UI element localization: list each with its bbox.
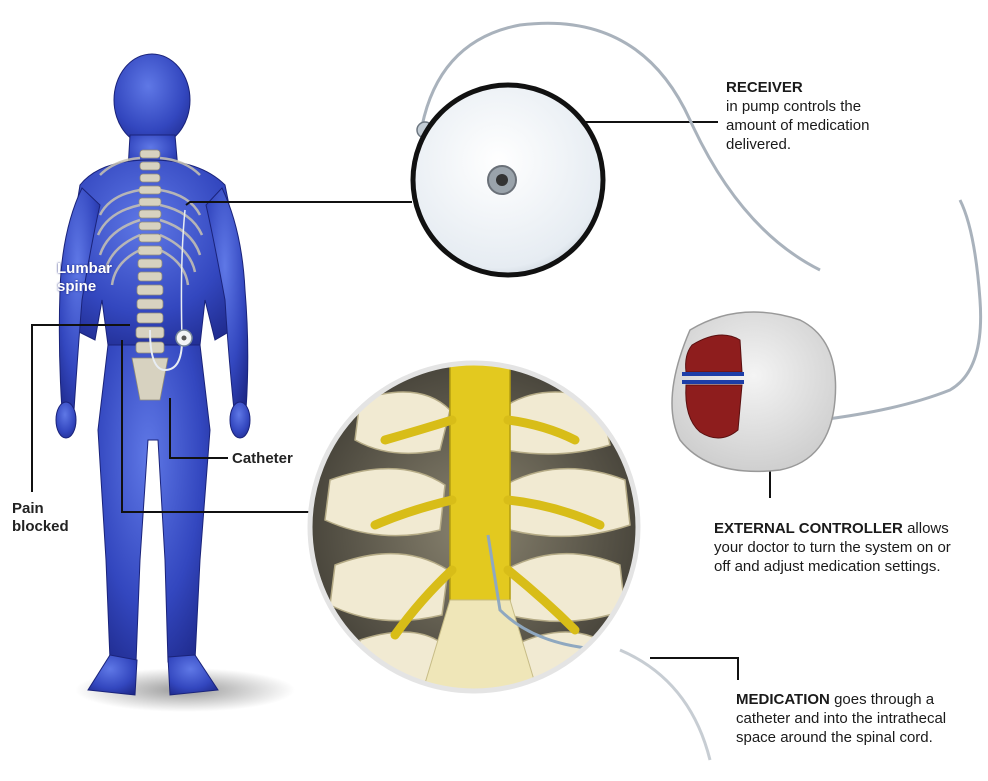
catheter-label: Catheter <box>232 450 293 468</box>
lumbar-spine-label: Lumbar spine <box>57 260 137 296</box>
medication-title: MEDICATION <box>736 691 830 708</box>
controller-title: EXTERNAL CONTROLLER <box>714 520 903 537</box>
medication-callout: MEDICATION goes through a catheter and i… <box>736 690 986 747</box>
pain-blocked-label: Pain blocked <box>12 500 72 536</box>
receiver-title: RECEIVER <box>726 79 803 96</box>
controller-cable <box>820 200 981 420</box>
medication-catheter-tail <box>620 650 710 760</box>
receiver-port-hole <box>496 174 508 186</box>
controller-blue-stripe-1 <box>682 372 744 376</box>
spine-closeup <box>310 360 638 700</box>
implanted-pump-port <box>182 336 187 341</box>
receiver-text: in pump controls the amount of medicatio… <box>726 97 876 154</box>
controller-blue-stripe-2 <box>682 380 744 384</box>
receiver-callout: RECEIVER in pump controls the amount of … <box>726 78 876 154</box>
controller-callout: EXTERNAL CONTROLLER allows your doctor t… <box>714 519 959 576</box>
